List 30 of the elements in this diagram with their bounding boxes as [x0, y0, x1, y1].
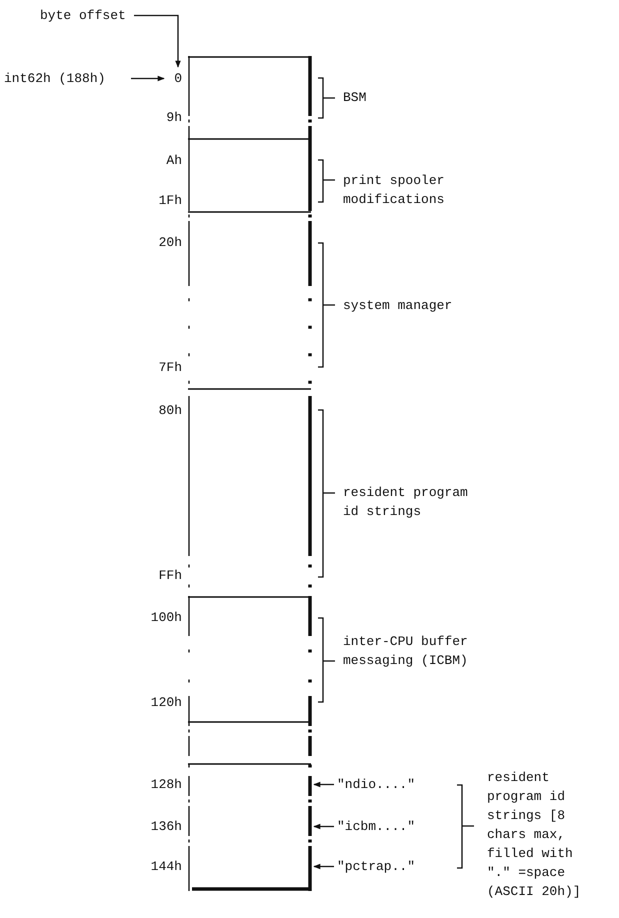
offset-label: 0: [160, 69, 182, 88]
arrow: [131, 76, 165, 82]
offset-label: Ah: [165, 152, 182, 170]
offset-label: 136h: [150, 818, 182, 836]
offset-label: 100h: [150, 609, 182, 627]
arrow: [313, 782, 334, 788]
region-label: resident program id strings: [343, 484, 469, 521]
offset-label: 7Fh: [158, 359, 182, 377]
offset-label: 128h: [150, 776, 182, 794]
id-string-label: "icbm....": [337, 817, 427, 836]
memory-map-drawing: [188, 56, 313, 891]
offset-label: 120h: [150, 694, 182, 712]
region-label: inter-CPU buffer messaging (ICBM): [343, 633, 469, 670]
region-label: BSM: [343, 89, 368, 107]
offset-label: 1Fh: [158, 192, 182, 210]
region-label: system manager: [343, 297, 454, 315]
region-label: print spooler modifications: [343, 172, 446, 209]
offset-heading: byte offset: [40, 6, 130, 25]
offset-label: 144h: [150, 858, 182, 876]
arrow: [313, 864, 334, 870]
arrow: [313, 824, 334, 830]
id-string-label: "ndio....": [337, 775, 427, 794]
region-label: resident program id strings [8 chars max, filled with "." =space (ASCII 20h)]: [487, 769, 582, 901]
offset-label: 80h: [158, 402, 182, 420]
offset-label: FFh: [158, 567, 182, 585]
offset-label: 20h: [158, 234, 182, 252]
vector-label: int62h (188h): [4, 69, 129, 88]
id-string-label: "pctrap..": [337, 857, 427, 876]
arrow: [134, 14, 181, 68]
offset-label: 9h: [165, 109, 182, 127]
